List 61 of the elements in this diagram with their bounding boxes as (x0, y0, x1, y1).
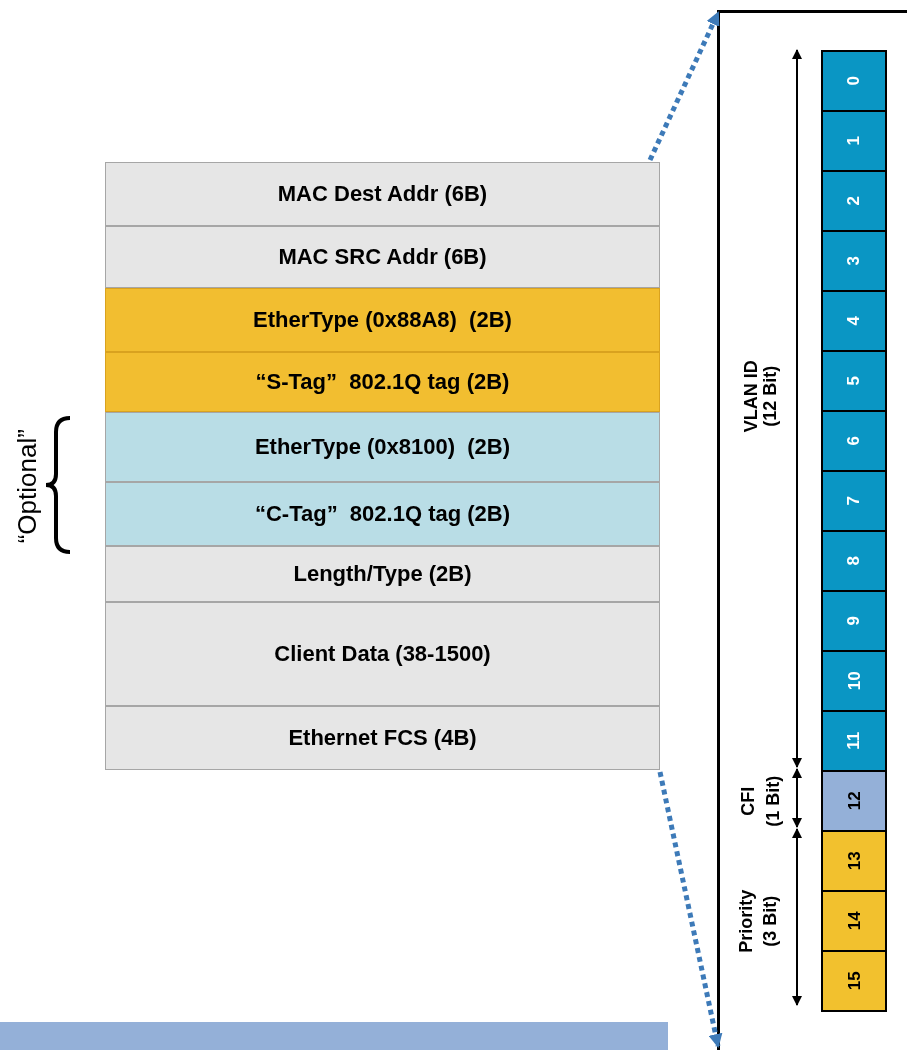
field-label: Ethernet FCS (4B) (288, 724, 477, 752)
brace-label: “Optional” (10, 429, 43, 544)
field-label: EtherType (0x88A8) (2B) (253, 306, 512, 334)
frame-stack (105, 162, 660, 770)
field-label: “S-Tag” 802.1Q tag (2B) (255, 368, 510, 396)
bit-number: 14 (843, 911, 865, 931)
tag-bit-panel (717, 10, 907, 1050)
dimension-label: CFI (737, 786, 760, 816)
bit-cell (821, 950, 887, 1012)
bit-number: 7 (843, 496, 865, 506)
bit-number: 11 (843, 732, 865, 750)
frame-field (105, 546, 660, 602)
frame-field (105, 412, 660, 482)
field-label: MAC SRC Addr (6B) (278, 243, 487, 271)
bit-cell (821, 50, 887, 112)
bit-cell (821, 710, 887, 772)
bit-number: 5 (843, 376, 865, 386)
field-label: Length/Type (2B) (293, 560, 472, 588)
bit-cell (821, 290, 887, 352)
bit-cell (821, 650, 887, 712)
dimension-label: Priority (735, 889, 758, 953)
bit-number: 13 (843, 851, 865, 871)
frame-field (105, 482, 660, 546)
bit-number: 6 (843, 436, 865, 446)
dotted-arrow (647, 11, 721, 162)
bit-cell (821, 350, 887, 412)
bit-cell (821, 770, 887, 832)
bit-cell (821, 410, 887, 472)
frame-field (105, 352, 660, 412)
frame-field (105, 162, 660, 226)
frame-field (105, 706, 660, 770)
bit-cell (821, 470, 887, 532)
frame-field (105, 288, 660, 352)
field-label: MAC Dest Addr (6B) (277, 180, 488, 208)
bit-number: 9 (843, 616, 865, 626)
bit-cell (821, 530, 887, 592)
dimension-label: (12 Bit) (759, 365, 782, 427)
bit-cell (821, 230, 887, 292)
bit-number: 1 (843, 136, 865, 146)
bit-number: 10 (843, 671, 865, 691)
bit-number: 12 (843, 791, 865, 811)
dimension-label: (3 Bit) (759, 895, 782, 947)
bit-cell (821, 110, 887, 172)
bit-number: 8 (843, 556, 865, 566)
frame-field (105, 226, 660, 288)
field-label: EtherType (0x8100) (2B) (254, 433, 511, 461)
bit-cell (821, 830, 887, 892)
field-label: Client Data (38-1500) (274, 640, 491, 668)
bit-number: 2 (843, 196, 865, 206)
dotted-arrow (657, 771, 723, 1048)
bit-cell (821, 890, 887, 952)
dimension-label: (1 Bit) (762, 775, 785, 827)
dimension-label: VLAN ID (739, 360, 762, 433)
bit-number: 4 (843, 316, 865, 326)
bit-cell (821, 170, 887, 232)
bit-number: 3 (843, 256, 865, 266)
bit-cell (821, 590, 887, 652)
bit-number: 0 (843, 76, 865, 86)
field-label: “C-Tag” 802.1Q tag (2B) (254, 500, 511, 528)
bit-number: 15 (843, 971, 865, 991)
frame-field (105, 602, 660, 706)
